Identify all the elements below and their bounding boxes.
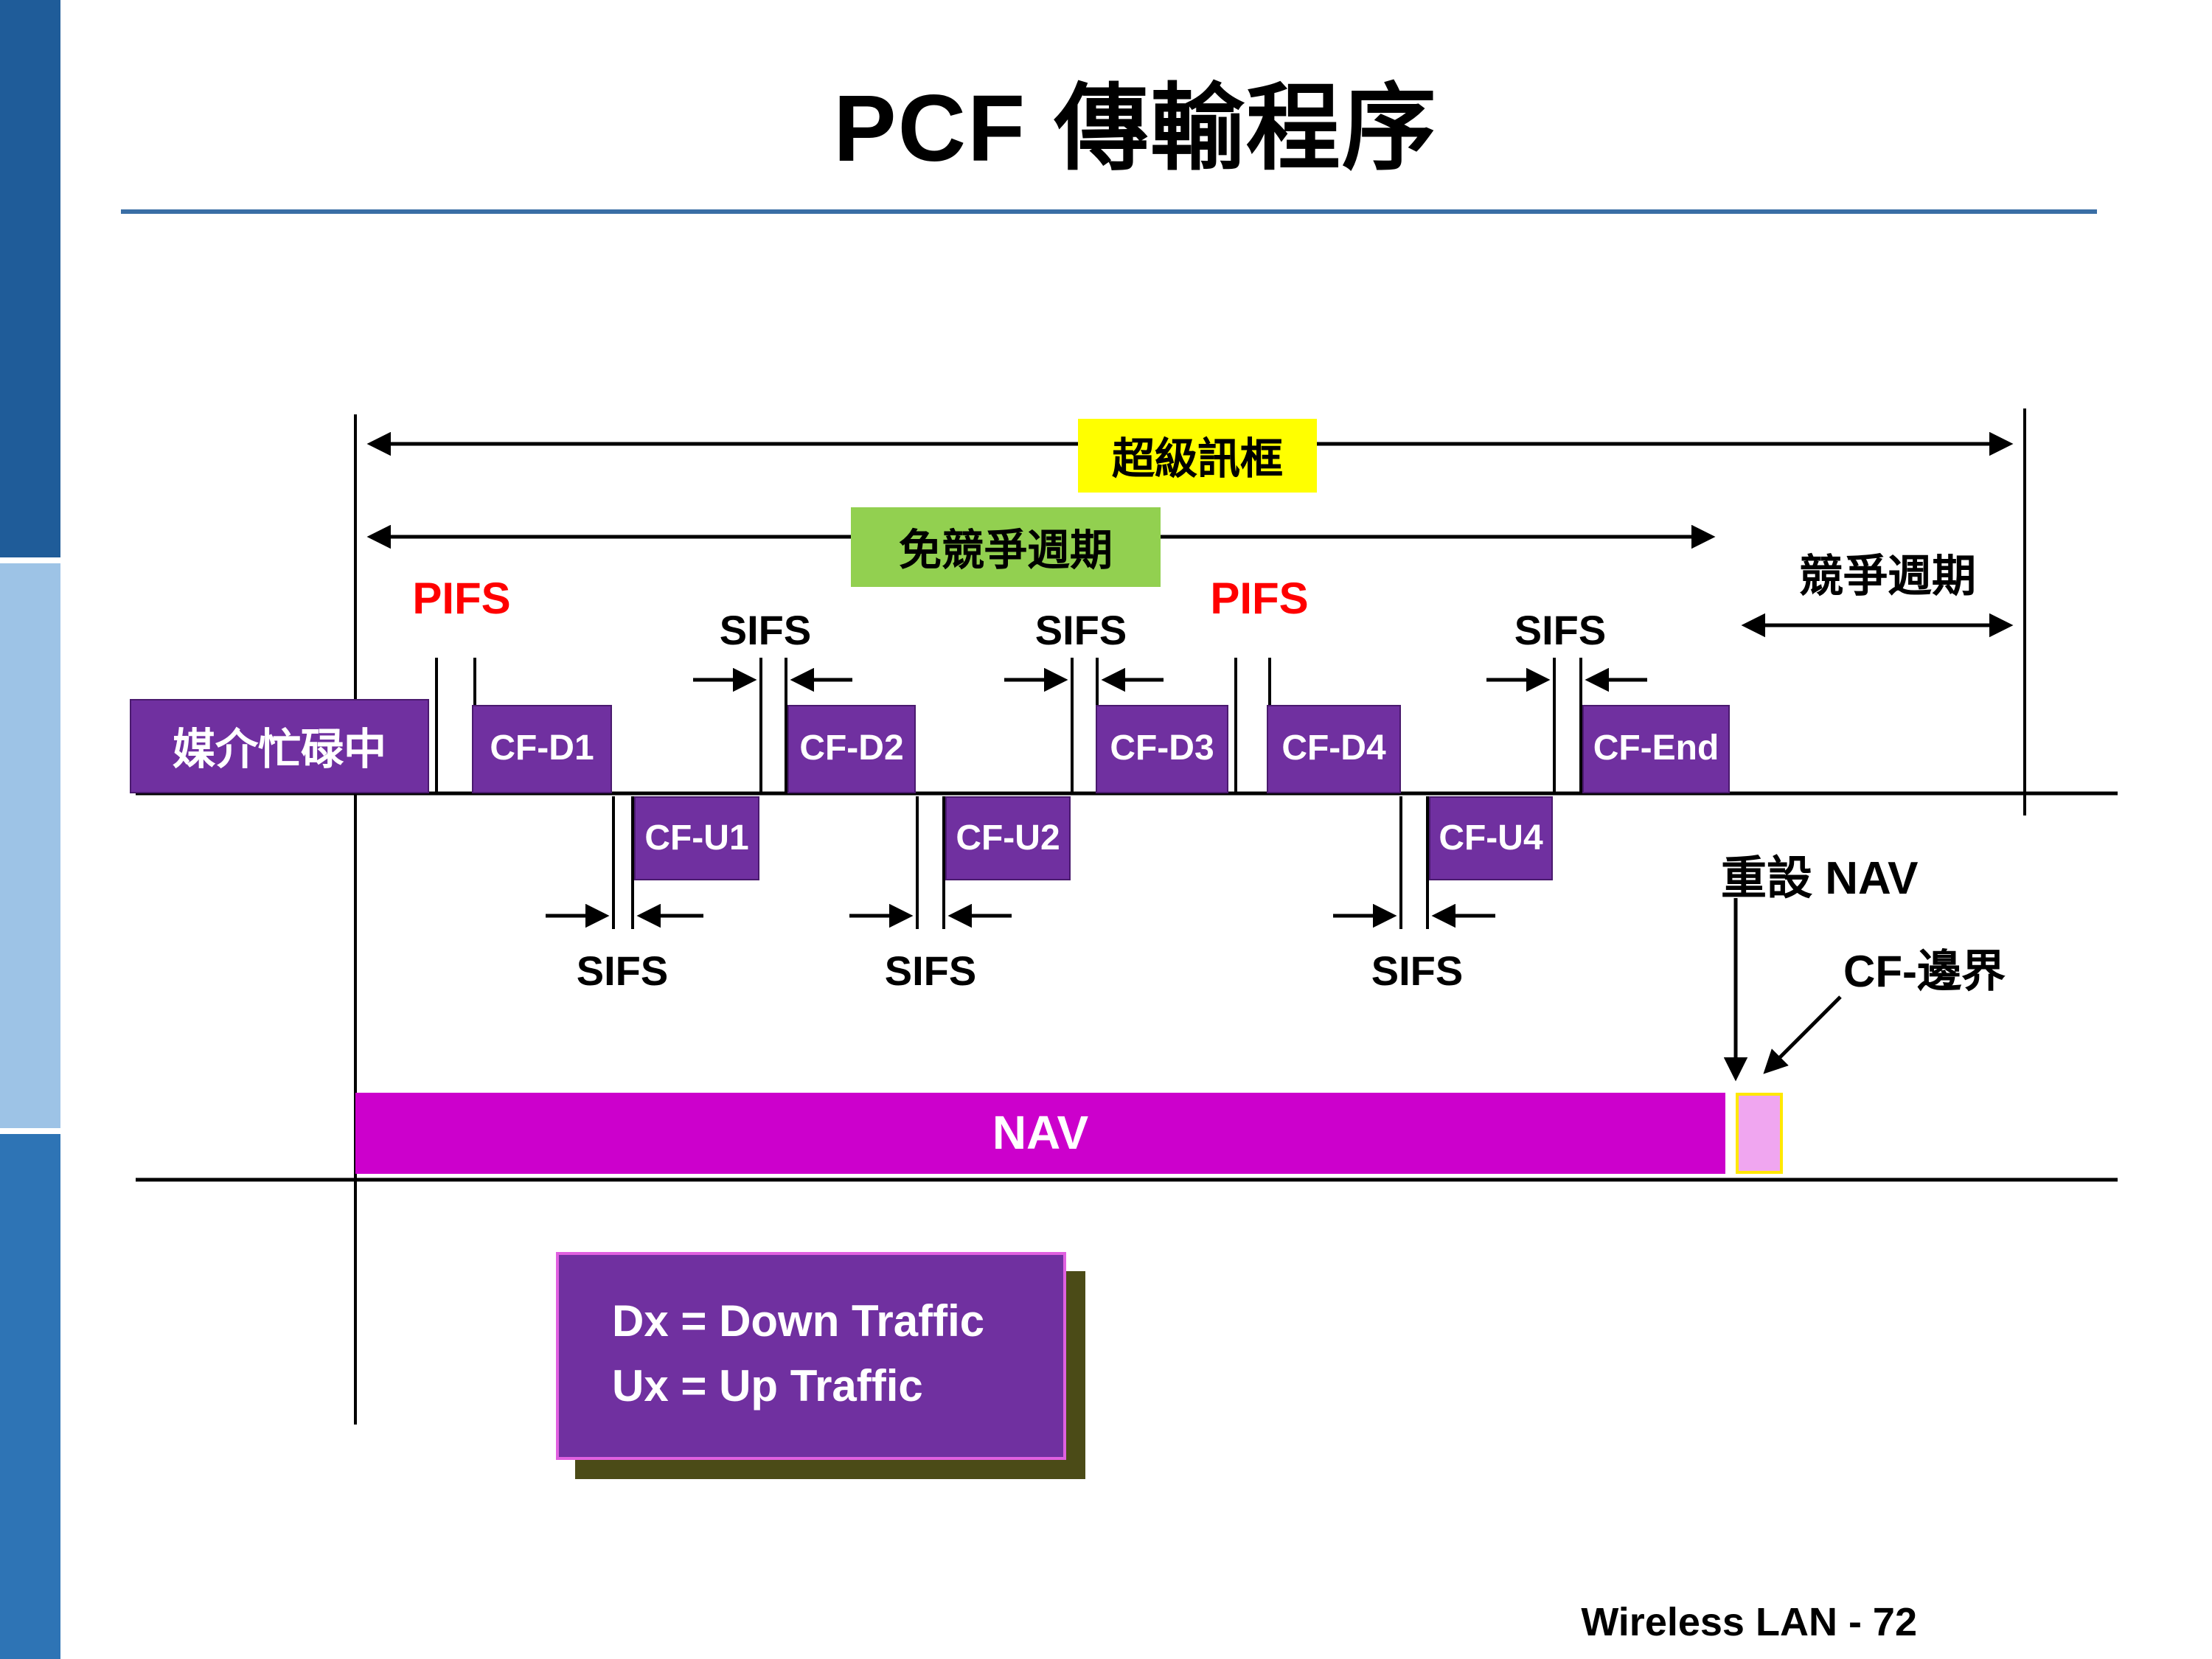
cf-boundary-arrow — [1763, 995, 1842, 1074]
sidebar-accent-top — [0, 0, 60, 557]
legend-line-up-traffic: Ux = Up Traffic — [612, 1363, 923, 1411]
legend-line-down-traffic: Dx = Down Traffic — [612, 1298, 985, 1346]
frame-cf-u1: CF-U1 — [634, 796, 759, 880]
frame-cf-end: CF-End — [1582, 705, 1730, 793]
page-footer: Wireless LAN - 72 — [1581, 1600, 1917, 1644]
frame-cf-d2: CF-D2 — [787, 705, 916, 793]
superframe-label: 超級訊框 — [1078, 419, 1317, 493]
pifs-label-2: PIFS — [1210, 575, 1309, 624]
contention-period-label: 競爭週期 — [1799, 553, 1976, 602]
sifs-label-bottom-2: SIFS — [884, 948, 977, 994]
nav-bar: NAV — [355, 1093, 1725, 1174]
frame-cf-d4: CF-D4 — [1267, 705, 1401, 793]
frame-cf-u4: CF-U4 — [1429, 796, 1553, 880]
frame-cf-d3: CF-D3 — [1096, 705, 1228, 793]
page-title: PCF 傳輸程序 — [833, 75, 1438, 181]
contention-free-period-label: 免競爭週期 — [851, 507, 1161, 587]
sifs-label-top-1: SIFS — [719, 608, 812, 653]
sifs-label-bottom-1: SIFS — [576, 948, 669, 994]
sifs-label-top-3: SIFS — [1514, 608, 1607, 653]
sidebar-accent-middle — [0, 563, 60, 1128]
cf-boundary-label: CF-邊界 — [1843, 948, 2006, 997]
title-divider — [121, 209, 2097, 214]
sifs-label-bottom-3: SIFS — [1371, 948, 1464, 994]
frame-cf-u2: CF-U2 — [945, 796, 1071, 880]
pifs-label-1: PIFS — [412, 575, 511, 624]
nav-reset-slot — [1736, 1093, 1783, 1174]
medium-busy-box: 媒介忙碌中 — [130, 699, 429, 793]
sifs-label-top-2: SIFS — [1034, 608, 1127, 653]
legend-box: Dx = Down Traffic Ux = Up Traffic — [556, 1252, 1066, 1460]
frame-cf-d1: CF-D1 — [472, 705, 612, 793]
reset-nav-label: 重設 NAV — [1721, 852, 1919, 904]
sidebar-accent-bottom — [0, 1134, 60, 1659]
